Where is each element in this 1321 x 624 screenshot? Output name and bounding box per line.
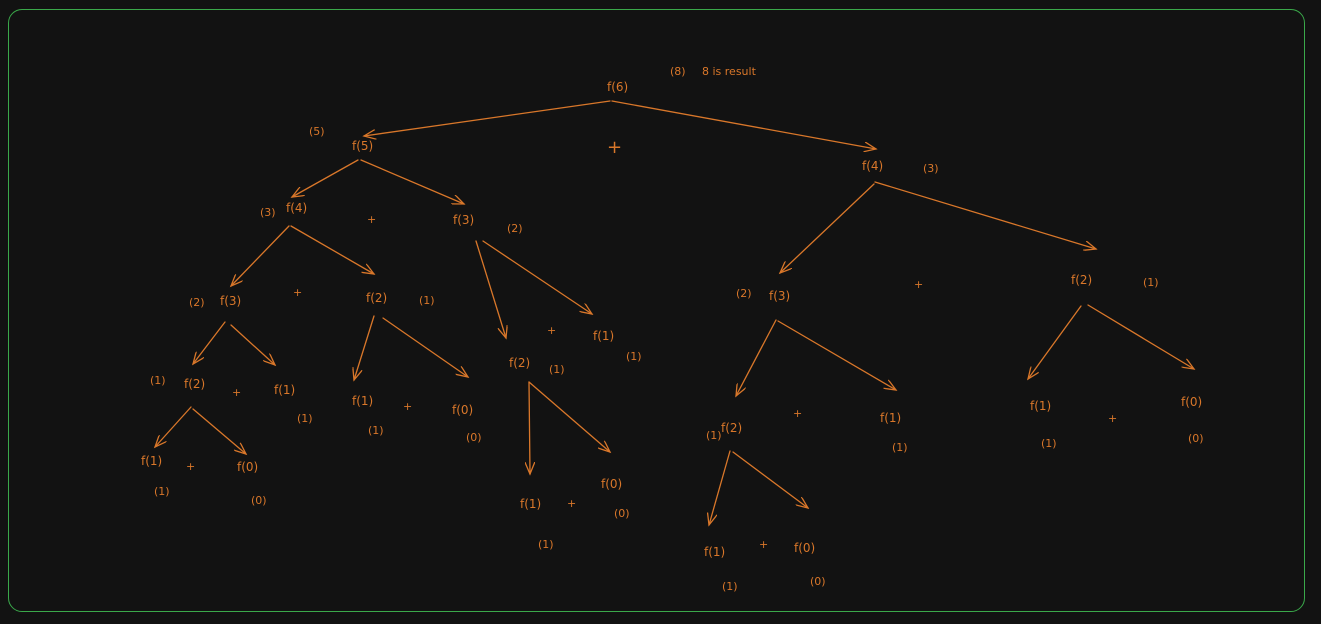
value-f3-right: (2) [507, 222, 523, 235]
edge-f2b-f0 [382, 317, 468, 377]
edge-f5-f3 [360, 159, 464, 204]
edge-f2e-f1 [1028, 305, 1082, 379]
tree-edges [155, 100, 1194, 525]
plus-signs: + + + + + + + + + + + + [186, 137, 1117, 551]
node-f3-left: f(3) [220, 294, 241, 308]
node-f0-e: f(0) [601, 477, 622, 491]
node-f2-rsub: f(2) [721, 421, 742, 435]
edge-f6-f4 [611, 100, 876, 149]
value-f0-h: (0) [810, 575, 826, 588]
node-f2-left: f(2) [184, 377, 205, 391]
edge-f4-f2 [290, 225, 374, 274]
value-f1-c: (1) [626, 350, 642, 363]
edge-f2c-f1 [529, 381, 530, 474]
edge-f2a-f0 [192, 408, 246, 454]
edge-f3c-f2 [736, 319, 777, 396]
value-f0-e: (0) [614, 507, 630, 520]
edge-f3c-f1 [777, 320, 896, 390]
value-f0-d: (0) [251, 494, 267, 507]
value-f3-rsub: (2) [736, 287, 752, 300]
node-f1-h: f(1) [704, 545, 725, 559]
node-f1-c: f(1) [593, 329, 614, 343]
value-f1-b: (1) [368, 424, 384, 437]
result-value: (8) [670, 65, 686, 78]
plus-f2-mid: + [403, 400, 412, 413]
node-f1-a: f(1) [274, 383, 295, 397]
value-f2-mid: (1) [419, 294, 435, 307]
value-f3-left: (2) [189, 296, 205, 309]
node-f1-d: f(1) [141, 454, 162, 468]
node-f4-right: f(4) [862, 159, 883, 173]
node-f0-h: f(0) [794, 541, 815, 555]
node-f0-i: f(0) [1181, 395, 1202, 409]
edge-f4-f3 [231, 225, 290, 286]
plus-f5: + [367, 213, 376, 226]
plus-f2-left: + [186, 460, 195, 473]
edge-f3-f2 [475, 240, 506, 338]
plus-root: + [607, 137, 622, 158]
canvas-frame [8, 9, 1305, 612]
node-f1-i: f(1) [1030, 399, 1051, 413]
node-f1-b: f(1) [352, 394, 373, 408]
value-f2-center: (1) [549, 363, 565, 376]
tree-nodes: f(6) f(5) f(4) f(4) f(3) f(3) f(2) f(3) … [141, 80, 1202, 559]
node-f1-e: f(1) [520, 497, 541, 511]
edge-f3a-f2 [193, 321, 226, 364]
value-f5: (5) [309, 125, 325, 138]
value-f2-left: (1) [150, 374, 166, 387]
plus-f3-rsub: + [793, 407, 802, 420]
node-f2-mid: f(2) [366, 291, 387, 305]
value-f1-i: (1) [1041, 437, 1057, 450]
value-f0-b: (0) [466, 431, 482, 444]
plus-f3-right: + [547, 324, 556, 337]
edge-f2b-f1 [354, 315, 375, 380]
edge-f5-f4 [292, 159, 359, 197]
node-f6: f(6) [607, 80, 628, 94]
edge-f2e-f0 [1087, 304, 1194, 369]
plus-f4-right: + [914, 278, 923, 291]
node-f3-right: f(3) [453, 213, 474, 227]
node-f0-b: f(0) [452, 403, 473, 417]
edge-f2d-f1 [709, 450, 731, 525]
node-f0-d: f(0) [237, 460, 258, 474]
value-f4-right: (3) [923, 162, 939, 175]
plus-f2-rsub: + [759, 538, 768, 551]
value-f1-g: (1) [892, 441, 908, 454]
edge-f3-f1 [482, 240, 592, 314]
value-f0-i: (0) [1188, 432, 1204, 445]
value-f1-a: (1) [297, 412, 313, 425]
edge-f6-f5 [364, 100, 611, 136]
value-f2-far: (1) [1143, 276, 1159, 289]
plus-f3-left: + [232, 386, 241, 399]
edge-f2d-f0 [732, 451, 808, 508]
edge-f2a-f1 [155, 406, 192, 447]
edge-f4r-f2 [874, 181, 1096, 249]
node-f2-far: f(2) [1071, 273, 1092, 287]
plus-f2-far: + [1108, 412, 1117, 425]
edge-f4r-f3 [780, 183, 875, 273]
node-f3-rsub: f(3) [769, 289, 790, 303]
value-f1-d: (1) [154, 485, 170, 498]
node-f5: f(5) [352, 139, 373, 153]
value-f1-h: (1) [722, 580, 738, 593]
node-f1-g: f(1) [880, 411, 901, 425]
plus-f2-center: + [567, 497, 576, 510]
edge-f2c-f0 [528, 381, 610, 452]
tree-values: (5) (3) (3) (2) (2) (1) (2) (1) (1) (1) … [150, 125, 1204, 593]
value-f1-e: (1) [538, 538, 554, 551]
value-f2-rsub: (1) [706, 429, 722, 442]
plus-f4: + [293, 286, 302, 299]
node-f4: f(4) [286, 201, 307, 215]
result-note: 8 is result [702, 65, 757, 78]
node-f2-center: f(2) [509, 356, 530, 370]
edge-f3a-f1 [230, 324, 275, 365]
value-f4: (3) [260, 206, 276, 219]
